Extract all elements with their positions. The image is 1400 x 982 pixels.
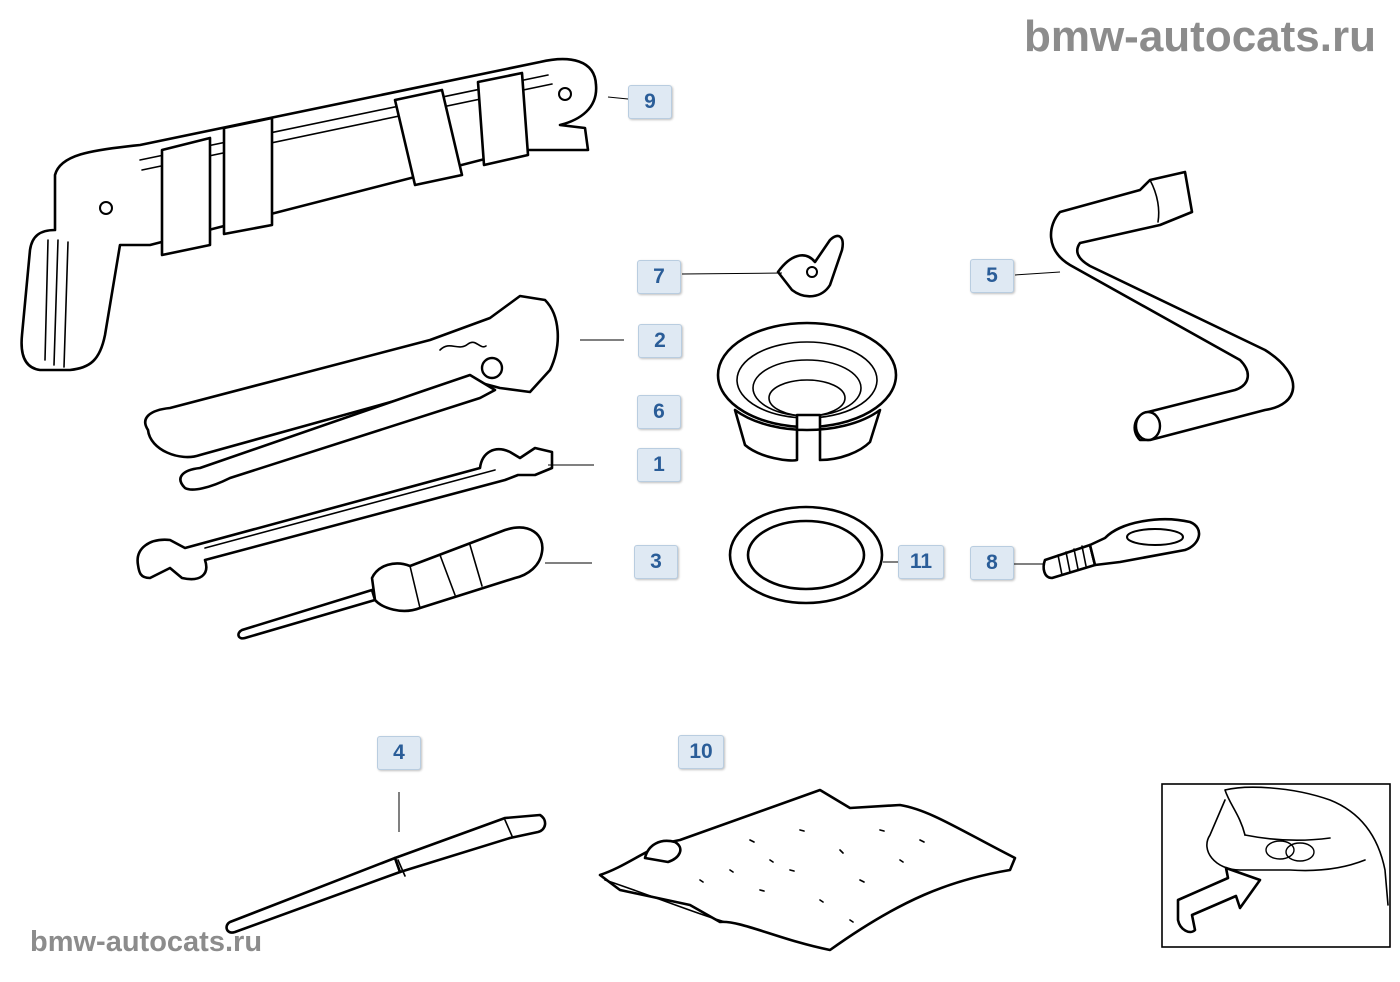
callout-9[interactable]: 9 [628,85,672,119]
callout-5[interactable]: 5 [970,259,1014,293]
callout-7[interactable]: 7 [637,260,681,294]
callout-8[interactable]: 8 [970,546,1014,580]
callout-3[interactable]: 3 [634,545,678,579]
ring-washer-drawing [728,505,884,605]
pliers-drawing [143,294,560,491]
retainer-cup-drawing [716,321,898,462]
callout-10[interactable]: 10 [678,735,724,769]
leader-lines [398,96,1061,832]
callout-4[interactable]: 4 [377,736,421,770]
watermark-top: bmw-autocats.ru [1023,12,1376,61]
orientation-inset [1161,783,1391,948]
callout-1[interactable]: 1 [637,448,681,482]
screwdriver-drawing [237,526,544,640]
spanner-drawing [136,446,554,581]
watermark-bottom: bmw-autocats.ru [30,926,263,958]
callout-2[interactable]: 2 [638,324,682,358]
rod-tool-drawing [225,813,547,934]
callout-11[interactable]: 11 [898,545,944,579]
tool-roll-drawing [20,57,598,372]
callout-6[interactable]: 6 [637,395,681,429]
wing-nut-drawing [776,234,844,298]
towing-eye-drawing [1042,518,1201,580]
wheel-brace-drawing [1049,170,1295,442]
cloth-mat-drawing [598,788,1017,952]
